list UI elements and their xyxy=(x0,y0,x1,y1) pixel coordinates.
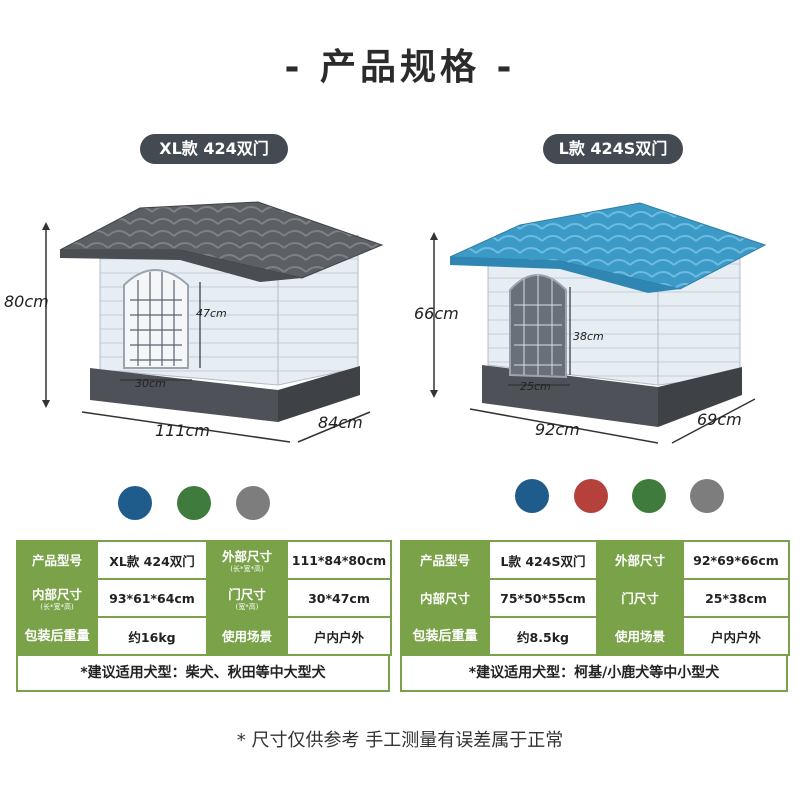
table-row: 产品型号 L款 424S双门 外部尺寸 92*69*66cm xyxy=(400,540,790,580)
xl-length-label: 111cm xyxy=(155,421,210,440)
inner-size-label: 内部尺寸 xyxy=(400,578,490,618)
table-row: 包装后重量 约16kg 使用场景 户内户外 xyxy=(16,616,392,656)
l-spec-table: 产品型号 L款 424S双门 外部尺寸 92*69*66cm 内部尺寸 75*5… xyxy=(400,540,790,656)
model-label: 产品型号 xyxy=(16,540,98,580)
door-size-sub: (宽*高) xyxy=(235,602,259,611)
door-size-value: 25*38cm xyxy=(682,578,790,618)
l-green-swatch[interactable] xyxy=(632,479,666,513)
l-suitable-dogs-note: *建议适用犬型：柯基/小鹿犬等中小型犬 xyxy=(400,654,788,692)
outer-size-value: 111*84*80cm xyxy=(286,540,392,580)
inner-size-value: 93*61*64cm xyxy=(96,578,208,618)
xl-spec-table: 产品型号 XL款 424双门 外部尺寸(长*宽*高) 111*84*80cm 内… xyxy=(16,540,392,656)
xl-door-width-label: 30cm xyxy=(135,377,166,390)
usage-value: 户内户外 xyxy=(682,616,790,656)
outer-size-sub: (长*宽*高) xyxy=(230,564,264,573)
model-value: XL款 424双门 xyxy=(96,540,208,580)
model-value: L款 424S双门 xyxy=(488,540,598,580)
weight-value: 约16kg xyxy=(96,616,208,656)
door-size-label: 门尺寸(宽*高) xyxy=(206,578,288,618)
outer-size-value: 92*69*66cm xyxy=(682,540,790,580)
inner-size-value: 75*50*55cm xyxy=(488,578,598,618)
l-model-badge: L款 424S双门 xyxy=(543,134,683,164)
l-length-label: 92cm xyxy=(535,420,580,439)
weight-label: 包装后重量 xyxy=(400,616,490,656)
outer-size-label: 外部尺寸 xyxy=(596,540,684,580)
model-label: 产品型号 xyxy=(400,540,490,580)
outer-size-label: 外部尺寸(长*宽*高) xyxy=(206,540,288,580)
usage-value: 户内户外 xyxy=(286,616,392,656)
table-row: 包装后重量 约8.5kg 使用场景 户内户外 xyxy=(400,616,790,656)
l-height-label: 66cm xyxy=(414,304,459,323)
l-blue-swatch[interactable] xyxy=(515,479,549,513)
table-row: 内部尺寸(长*宽*高) 93*61*64cm 门尺寸(宽*高) 30*47cm xyxy=(16,578,392,618)
xl-gray-swatch[interactable] xyxy=(236,486,270,520)
l-door-height-label: 38cm xyxy=(573,330,604,343)
xl-door-height-label: 47cm xyxy=(196,307,227,320)
inner-size-label: 内部尺寸(长*宽*高) xyxy=(16,578,98,618)
page-title: - 产品规格 - xyxy=(284,47,516,88)
door-size-value: 30*47cm xyxy=(286,578,392,618)
xl-dog-house-image xyxy=(42,201,384,443)
xl-height-label: 80cm xyxy=(4,292,49,311)
inner-size-sub: (长*宽*高) xyxy=(40,602,74,611)
l-gray-swatch[interactable] xyxy=(690,479,724,513)
table-row: 产品型号 XL款 424双门 外部尺寸(长*宽*高) 111*84*80cm xyxy=(16,540,392,580)
weight-label: 包装后重量 xyxy=(16,616,98,656)
table-row: 内部尺寸 75*50*55cm 门尺寸 25*38cm xyxy=(400,578,790,618)
l-depth-label: 69cm xyxy=(697,410,742,429)
measurement-disclaimer: * 尺寸仅供参考 手工测量有误差属于正常 xyxy=(236,730,564,751)
xl-depth-label: 84cm xyxy=(318,413,363,432)
l-door-width-label: 25cm xyxy=(520,380,551,393)
l-red-swatch[interactable] xyxy=(574,479,608,513)
door-size-label: 门尺寸 xyxy=(596,578,684,618)
xl-blue-swatch[interactable] xyxy=(118,486,152,520)
usage-label: 使用场景 xyxy=(596,616,684,656)
usage-label: 使用场景 xyxy=(206,616,288,656)
xl-model-badge: XL款 424双门 xyxy=(140,134,288,164)
xl-suitable-dogs-note: *建议适用犬型：柴犬、秋田等中大型犬 xyxy=(16,654,390,692)
xl-green-swatch[interactable] xyxy=(177,486,211,520)
weight-value: 约8.5kg xyxy=(488,616,598,656)
l-dog-house-image xyxy=(430,202,767,444)
